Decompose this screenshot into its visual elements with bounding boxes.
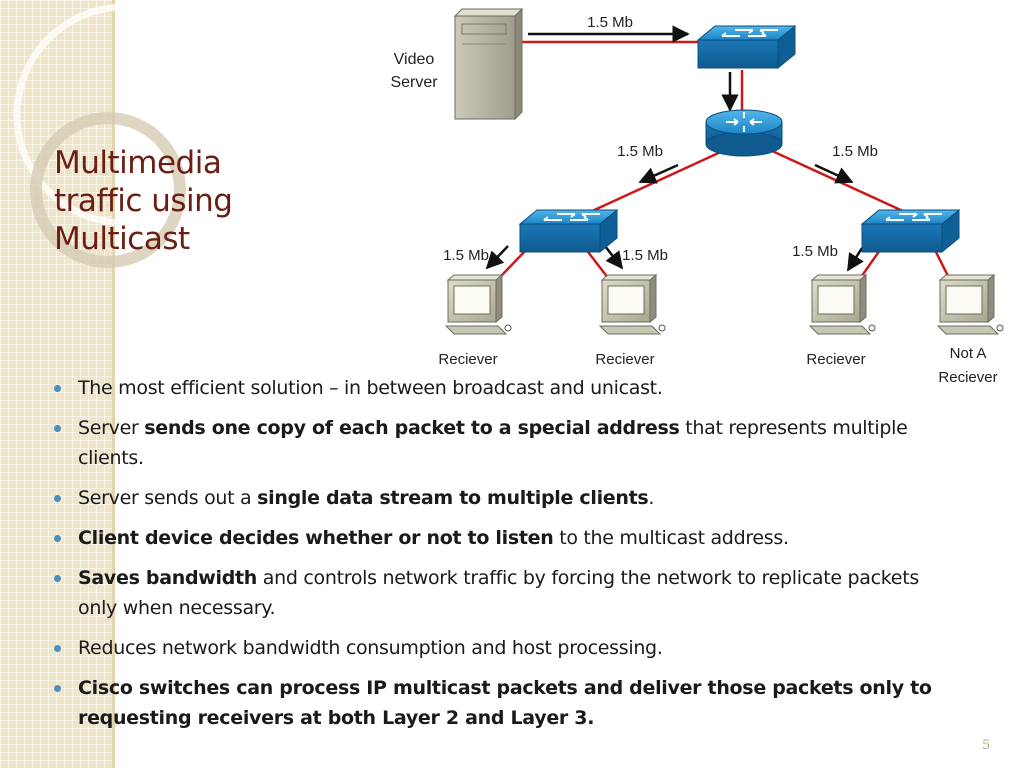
title-line: Multicast — [54, 221, 190, 257]
bullet-bold-text: Client device decides whether or not to … — [78, 527, 554, 549]
bullet-item: Client device decides whether or not to … — [52, 523, 952, 553]
arrow-icon — [846, 247, 864, 272]
switch-icon — [860, 208, 961, 254]
switch-icon — [518, 208, 619, 254]
bullet-list: The most efficient solution – in between… — [52, 373, 952, 743]
bullet-text: The most efficient solution – in between… — [78, 377, 663, 399]
bullet-item: Server sends out a single data stream to… — [52, 483, 952, 513]
bullet-item: Cisco switches can process IP multicast … — [52, 673, 952, 733]
link-label: 1.5 Mb — [443, 247, 489, 264]
bandwidth-labels: 1.5 Mb 1.5 Mb 1.5 Mb 1.5 Mb 1.5 Mb 1.5 M… — [443, 14, 878, 264]
links — [477, 40, 962, 301]
host-labels: Reciever Reciever Reciever Not A Recieve… — [438, 345, 997, 386]
computer-icon — [936, 273, 1004, 335]
arrow-icon — [604, 245, 624, 270]
computer-icon — [444, 273, 512, 335]
link-label: 1.5 Mb — [617, 143, 663, 160]
router-icon — [705, 109, 783, 157]
server-label: Server — [390, 74, 438, 91]
host-label: Reciever — [806, 351, 865, 368]
bullet-item: Server sends one copy of each packet to … — [52, 413, 952, 473]
arrow-icon — [638, 163, 679, 184]
flow-arrows — [485, 25, 864, 272]
video-server-icon — [453, 7, 524, 121]
bullet-bold-text: single data stream to multiple clients — [257, 487, 649, 509]
bullet-item: Reduces network bandwidth consumption an… — [52, 633, 952, 663]
host-label: Reciever — [595, 351, 654, 368]
title-line: traffic using — [54, 183, 233, 219]
bullet-text: Reduces network bandwidth consumption an… — [78, 637, 663, 659]
server-label: Video — [394, 51, 435, 68]
switch-icon — [696, 24, 797, 70]
page-number: 5 — [982, 738, 991, 753]
sidebar-edge — [112, 0, 115, 768]
link-label: 1.5 Mb — [792, 243, 838, 260]
host-label: Reciever — [438, 351, 497, 368]
bullet-text: Server sends out a — [78, 487, 258, 509]
bullet-text: . — [648, 487, 655, 509]
bullet-bold-text: sends one copy of each packet to a speci… — [144, 417, 680, 439]
bullet-bold-text: Cisco switches can process IP multicast … — [78, 677, 932, 729]
bullet-text: Server — [78, 417, 145, 439]
bullet-text: to the multicast address. — [553, 527, 789, 549]
link-label: 1.5 Mb — [622, 247, 668, 264]
decorative-arcs — [13, 3, 237, 268]
bullet-text: that represents multiple clients. — [78, 417, 908, 469]
computer-icon — [598, 273, 666, 335]
host-label: Not A — [950, 345, 987, 362]
title-line: Multimedia — [54, 145, 222, 181]
bullet-item: The most efficient solution – in between… — [52, 373, 952, 403]
computer-icon — [808, 273, 876, 335]
link-label: 1.5 Mb — [832, 143, 878, 160]
host-label: Reciever — [938, 369, 997, 386]
link-label: 1.5 Mb — [587, 14, 633, 31]
slide-title: Multimedia traffic using Multicast — [54, 144, 314, 258]
multicast-network-diagram: Video Server — [390, 7, 1004, 386]
bullet-text: and controls network traffic by forcing … — [78, 567, 919, 619]
arrow-icon — [814, 163, 854, 184]
bullet-bold-text: Saves bandwidth — [78, 567, 258, 589]
arrow-icon — [485, 245, 509, 270]
bullet-item: Saves bandwidth and controls network tra… — [52, 563, 952, 623]
